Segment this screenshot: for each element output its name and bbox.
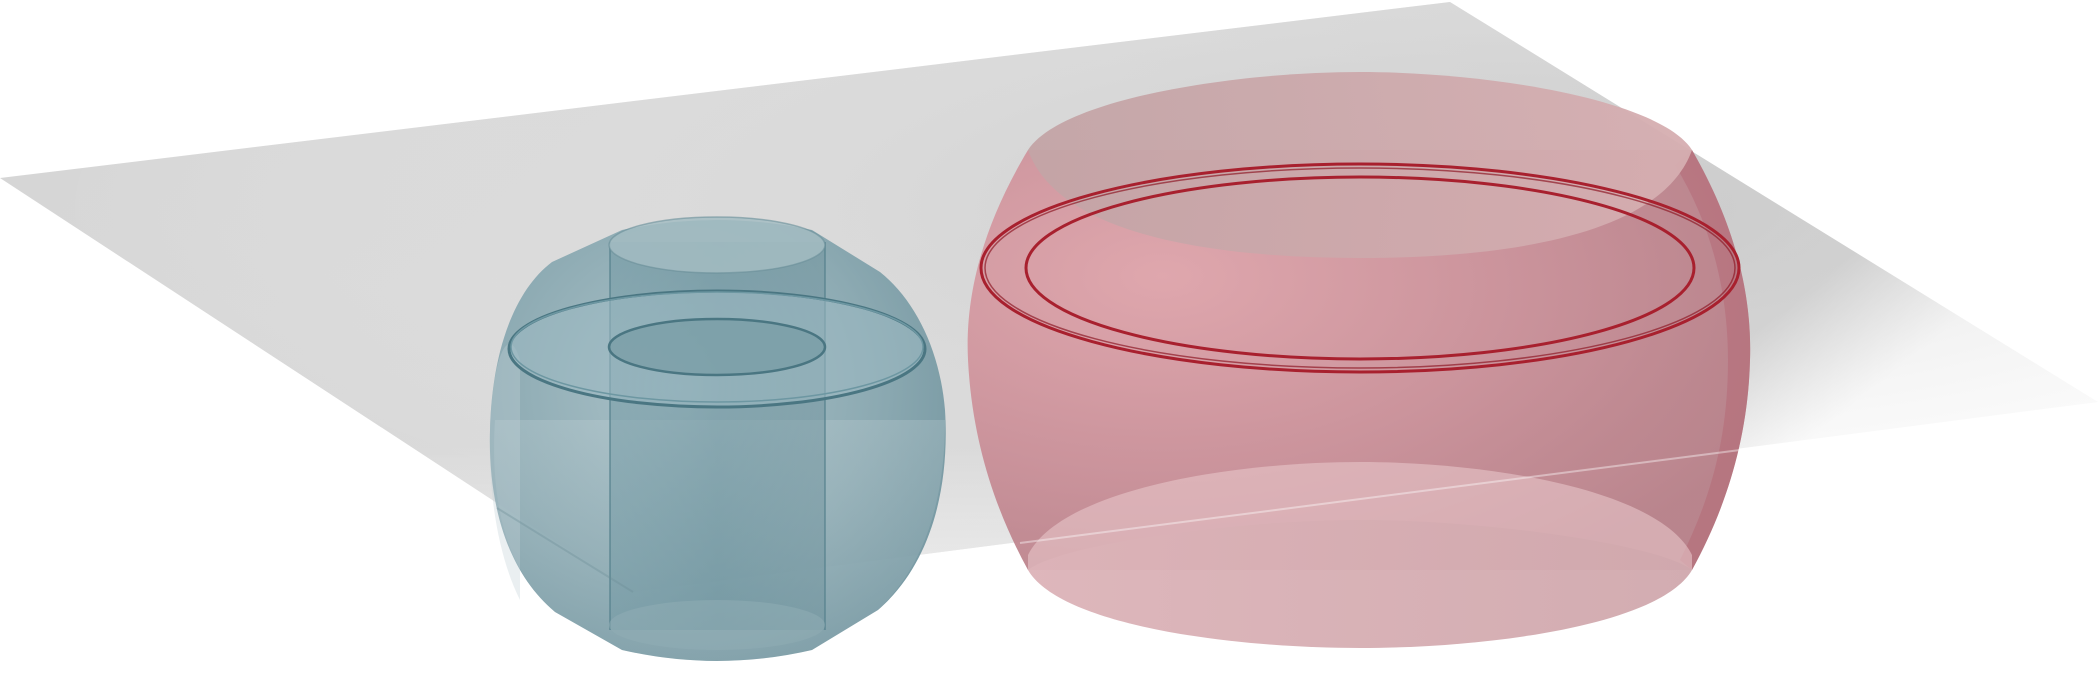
- barrel-annulus: [979, 162, 1741, 374]
- sphere-with-cylindrical-hole: [489, 216, 946, 661]
- barrel-bottom-cap: [1028, 520, 1692, 648]
- sphere-top-cap: [609, 217, 825, 273]
- sphere-bottom-cap: [609, 600, 825, 650]
- plane-front-edge: [496, 449, 1741, 593]
- sphere-annulus: [507, 289, 927, 409]
- barrel-ring: [967, 72, 1751, 648]
